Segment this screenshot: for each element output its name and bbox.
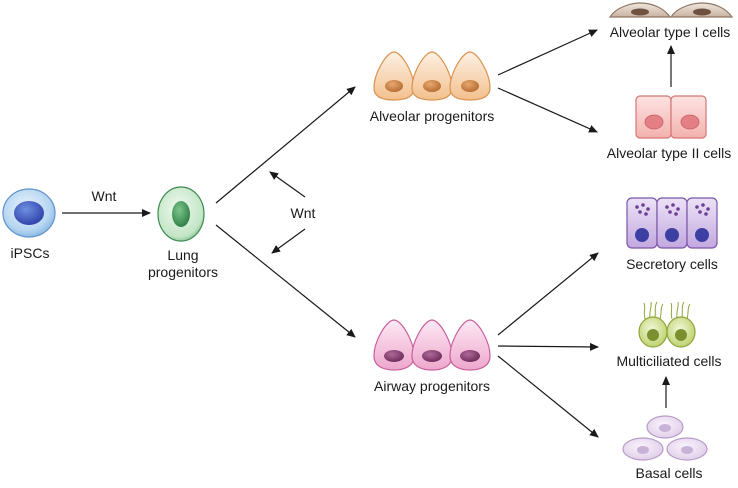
label-lung-line2: progenitors xyxy=(147,264,219,280)
label-multiciliated: Multiciliated cells xyxy=(616,353,722,369)
arrow-airway-to-multiciliated xyxy=(497,342,599,351)
multiciliated-cells xyxy=(638,301,696,348)
arrow-lung-to-alveolar xyxy=(215,86,356,204)
alveolar-progenitor-cells xyxy=(373,51,491,101)
label-lung-line1: Lung xyxy=(167,247,199,263)
label-alveolar-type-1: Alveolar type I cells xyxy=(609,24,731,40)
ipsc-cell xyxy=(2,188,56,238)
arrow-alveolar-to-at1 xyxy=(497,29,598,76)
label-airway-progenitors: Airway progenitors xyxy=(374,378,490,394)
airway-progenitor-cells xyxy=(373,319,491,371)
secretory-cells xyxy=(626,197,718,249)
basal-cells xyxy=(622,415,708,461)
label-wnt-2: Wnt xyxy=(290,205,316,221)
label-alveolar-progenitors: Alveolar progenitors xyxy=(369,108,495,124)
alveolar-type-1-cells xyxy=(608,2,734,18)
arrow-airway-to-basal xyxy=(497,355,599,438)
label-basal: Basal cells xyxy=(635,465,703,481)
label-alveolar-type-2: Alveolar type II cells xyxy=(606,145,732,161)
arrow-airway-to-secretory xyxy=(497,252,599,336)
arrow-alveolar-to-at2 xyxy=(497,87,598,133)
label-wnt-1: Wnt xyxy=(91,188,117,204)
arrow-lung-to-airway xyxy=(215,224,356,338)
label-lung-progenitors: Lung progenitors xyxy=(146,247,220,281)
arrow-wnt-to-alveolar xyxy=(269,171,306,198)
alveolar-type-2-cells xyxy=(635,95,707,139)
arrow-wnt-to-airway xyxy=(271,228,306,254)
label-ipscs: iPSCs xyxy=(10,245,50,261)
label-secretory: Secretory cells xyxy=(626,256,718,272)
lung-progenitor-cell xyxy=(157,186,205,242)
